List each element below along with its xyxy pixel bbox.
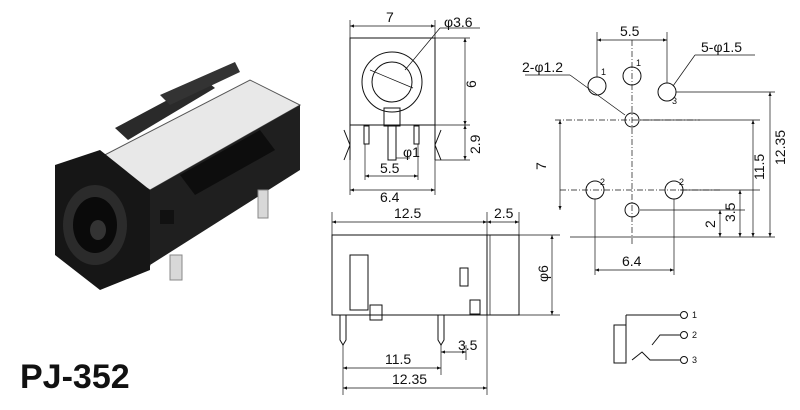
side-body-len-label: 12.5 xyxy=(394,205,421,221)
fp-holes-b-label: 2-φ1.2 xyxy=(522,59,563,75)
side-span-a-label: 11.5 xyxy=(385,351,411,367)
footprint-view xyxy=(525,32,775,275)
schematic-pin-2: 2 xyxy=(692,330,697,340)
side-nose-dia-label: φ6 xyxy=(535,265,551,282)
fp-vert-3-5-label: 3.5 xyxy=(722,202,738,222)
fp-vert-7-label: 7 xyxy=(533,162,549,170)
front-width-label: 7 xyxy=(386,9,394,25)
fp-vert-12-35-label: 12.35 xyxy=(772,130,788,165)
fp-spacing-top-label: 5.5 xyxy=(620,23,640,39)
side-view xyxy=(331,212,560,395)
fp-bottom-span-label: 6.4 xyxy=(622,253,642,269)
fp-pin-label: 3 xyxy=(672,96,677,106)
fp-pin-label: 2 xyxy=(600,177,605,187)
model-title: PJ-352 xyxy=(20,358,130,396)
fp-pin-label: 1 xyxy=(636,58,641,68)
fp-vert-2-label: 2 xyxy=(702,220,718,228)
fp-pin-label: 2 xyxy=(679,177,684,187)
front-hole-dia-label: φ3.6 xyxy=(444,14,473,30)
front-span-outer-label: 6.4 xyxy=(380,189,400,205)
fp-pin-label: 1 xyxy=(601,67,606,77)
product-photo xyxy=(55,62,302,290)
front-height-label: 6 xyxy=(463,80,479,88)
fp-holes-a-label: 5-φ1.5 xyxy=(701,39,742,55)
front-pin-dia-label: φ1 xyxy=(403,144,420,160)
schematic-symbol xyxy=(613,311,688,364)
side-pin-front-label: 3.5 xyxy=(458,337,478,353)
side-span-b-label: 12.35 xyxy=(392,371,427,387)
fp-vert-11-5-label: 11.5 xyxy=(751,154,767,180)
front-view xyxy=(343,20,480,195)
front-span-inner-label: 5.5 xyxy=(380,160,400,176)
front-pin-len-label: 2.9 xyxy=(467,134,483,154)
schematic-pin-3: 3 xyxy=(692,355,697,365)
side-nose-len-label: 2.5 xyxy=(494,205,514,221)
schematic-pin-1: 1 xyxy=(692,310,697,320)
